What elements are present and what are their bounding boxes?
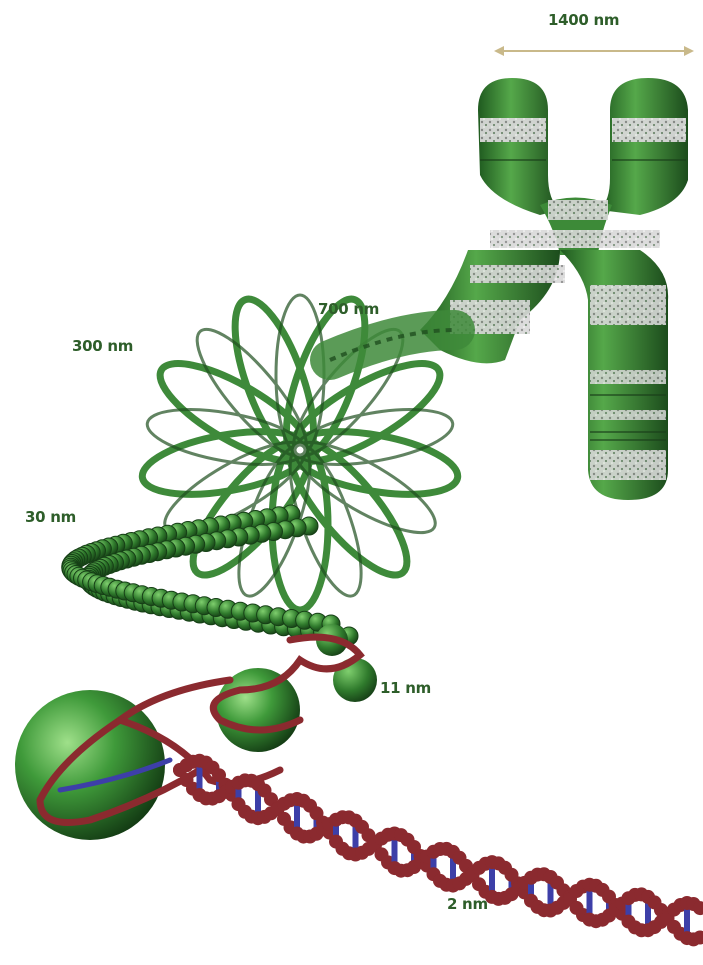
chromosome xyxy=(420,78,688,500)
label-1400nm: 1400 nm xyxy=(548,11,619,29)
loop-rosette xyxy=(138,290,463,610)
label-2nm: 2 nm xyxy=(447,895,488,913)
label-30nm: 30 nm xyxy=(25,508,76,526)
label-11nm: 11 nm xyxy=(380,679,431,697)
nucleosomes xyxy=(15,624,377,840)
label-300nm: 300 nm xyxy=(72,337,133,355)
dna-double-helix xyxy=(173,754,703,947)
width-arrow xyxy=(494,46,694,56)
label-700nm: 700 nm xyxy=(318,300,379,318)
